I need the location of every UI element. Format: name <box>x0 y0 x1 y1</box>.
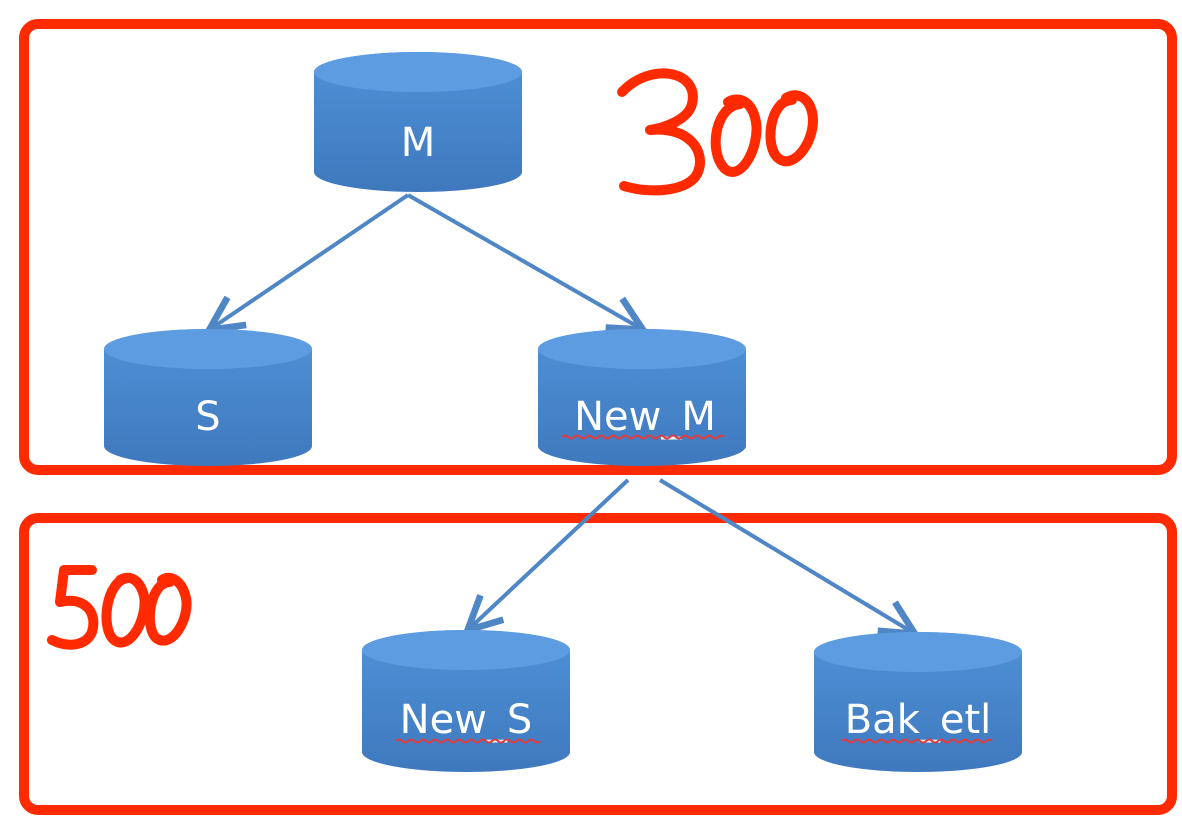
database-node-new-s: New_S <box>362 630 570 772</box>
handwritten-annotation-300 <box>617 68 818 196</box>
database-node-new-m: New_M <box>538 329 746 466</box>
node-label: New_S <box>400 697 533 743</box>
edge-m-to-new-m <box>407 193 640 328</box>
node-label: New_M <box>574 394 716 440</box>
database-node-m: M <box>314 52 522 192</box>
database-node-bak-etl: Bak_etl <box>814 632 1022 772</box>
group-box-bottom <box>19 513 1177 815</box>
group-box-top <box>19 19 1177 475</box>
handwritten-annotation-500 <box>47 565 192 650</box>
node-label: S <box>195 394 220 440</box>
spellcheck-underline <box>561 434 725 440</box>
node-label: Bak_etl <box>845 697 992 743</box>
edge-new-m-to-new-s <box>470 478 630 628</box>
database-node-s: S <box>104 329 312 466</box>
spellcheck-underline <box>395 738 541 744</box>
edges <box>212 193 912 632</box>
node-label: M <box>401 120 436 166</box>
edge-new-m-to-bak-etl <box>658 478 912 632</box>
spellcheck-underline <box>841 738 993 744</box>
edge-m-to-s <box>212 193 410 328</box>
